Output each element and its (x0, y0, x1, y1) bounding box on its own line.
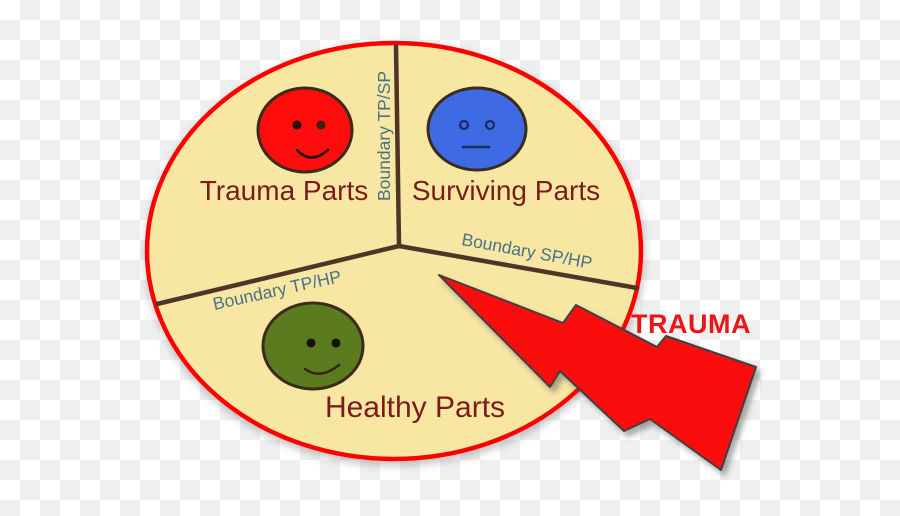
neutral-face-left-eye (458, 119, 470, 131)
sad-face-frown (295, 148, 330, 159)
sad-face-left-eye (292, 120, 302, 130)
neutral-face-head (426, 86, 528, 172)
lightning-bolt-icon (438, 274, 757, 471)
boundary-line-tp-hp (154, 243, 402, 307)
trauma-label: TRAUMA (631, 309, 751, 339)
happy-face-smile (303, 363, 341, 375)
sad-face-icon (256, 86, 354, 174)
neutral-face-right-eye (484, 119, 496, 131)
neutral-face-icon (426, 86, 528, 172)
sad-face-right-eye (316, 120, 326, 130)
trauma-parts-label: Trauma Parts (200, 175, 369, 206)
happy-face-icon (261, 301, 365, 391)
happy-face-right-eye (331, 338, 341, 348)
boundary-line-sp-hp (396, 243, 640, 291)
happy-face-left-eye (306, 338, 316, 348)
boundary-line-tp-sp (393, 43, 402, 249)
boundary-tp-sp-label: Boundary TP/SP (374, 71, 394, 201)
surviving-parts-label: Surviving Parts (412, 175, 600, 206)
sad-face-head (256, 86, 354, 174)
healthy-parts-label: Healthy Parts (325, 391, 505, 424)
